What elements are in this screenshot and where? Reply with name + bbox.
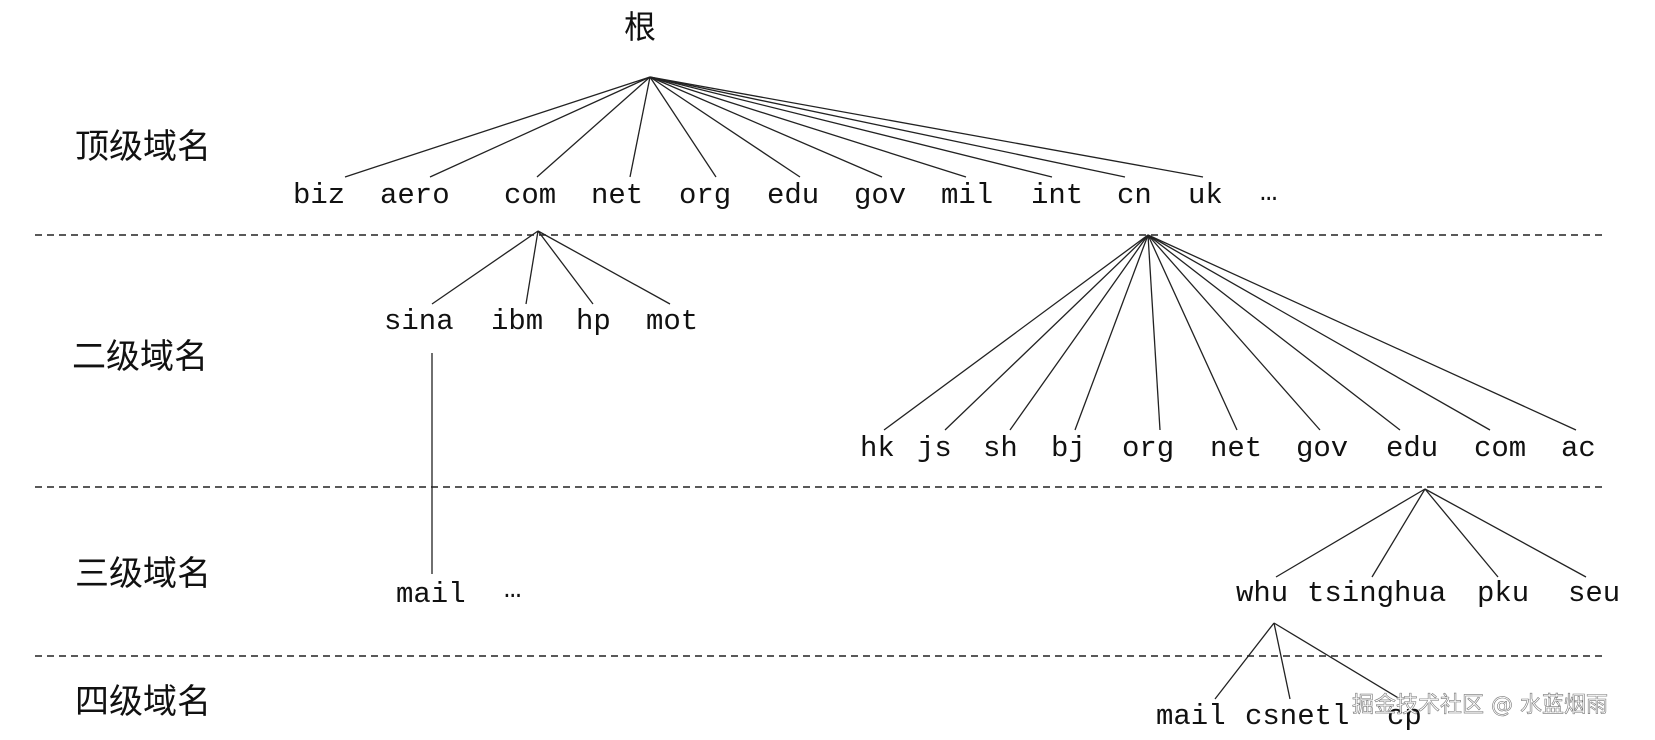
tld-ellipsis: … xyxy=(1260,176,1277,209)
third-level-edu-row: whu tsinghua pku seu xyxy=(1236,577,1620,610)
edge-cn-com xyxy=(1147,234,1491,431)
edge-root-aero xyxy=(429,76,651,178)
edge-root-uk xyxy=(649,76,1204,178)
second-cn-net: net xyxy=(1210,432,1262,465)
second-cn-gov: gov xyxy=(1296,432,1348,465)
edge-root-net xyxy=(629,76,651,178)
edge-edu-seu xyxy=(1424,488,1587,578)
tld-gov: gov xyxy=(854,179,906,212)
edges-com-to-second xyxy=(431,230,671,305)
fourth-cp: cp xyxy=(1387,700,1422,733)
edge-root-int xyxy=(649,76,1053,178)
tld-cn: cn xyxy=(1117,179,1152,212)
tld-mil: mil xyxy=(941,179,993,212)
edge-com-sina xyxy=(431,230,539,305)
tld-aero: aero xyxy=(380,179,450,212)
edge-cn-gov xyxy=(1147,234,1321,431)
second-level-cn-row: hk js sh bj org net gov edu com ac xyxy=(860,432,1596,465)
second-sina: sina xyxy=(384,305,454,338)
edge-cn-bj xyxy=(1074,234,1149,431)
edge-root-org xyxy=(649,76,717,178)
tld-int: int xyxy=(1031,179,1083,212)
second-cn-org: org xyxy=(1122,432,1174,465)
edges-edu-to-third xyxy=(1275,488,1587,578)
second-ibm: ibm xyxy=(491,305,543,338)
edge-cn-org xyxy=(1147,234,1161,431)
edge-cn-js xyxy=(944,234,1149,431)
second-cn-ac: ac xyxy=(1561,432,1596,465)
edge-root-cn xyxy=(649,76,1126,178)
edge-cn-ac xyxy=(1147,234,1577,431)
second-mot: mot xyxy=(646,305,698,338)
second-cn-edu: edu xyxy=(1386,432,1438,465)
second-cn-com: com xyxy=(1474,432,1526,465)
tld-biz: biz xyxy=(293,179,345,212)
edge-whu-cp xyxy=(1273,622,1401,700)
level-label-second: 二级域名 xyxy=(72,337,208,377)
edge-com-mot xyxy=(537,230,671,305)
level-label-third: 三级域名 xyxy=(75,554,211,594)
second-cn-sh: sh xyxy=(983,432,1018,465)
edge-root-biz xyxy=(344,76,651,178)
third-ellipsis: … xyxy=(504,573,521,606)
edge-whu-csnetl xyxy=(1273,622,1291,700)
third-pku: pku xyxy=(1477,577,1529,610)
edge-edu-pku xyxy=(1424,488,1499,578)
edge-cn-hk xyxy=(883,234,1149,431)
second-cn-hk: hk xyxy=(860,432,895,465)
edge-root-com xyxy=(536,76,651,178)
edge-cn-sh xyxy=(1009,234,1149,431)
third-whu: whu xyxy=(1236,577,1288,610)
edge-whu-mail xyxy=(1214,622,1275,700)
edge-cn-net xyxy=(1147,234,1238,431)
second-cn-js: js xyxy=(917,432,952,465)
edge-com-hp xyxy=(537,230,594,305)
tld-row: biz aero com net org edu gov mil int cn … xyxy=(293,176,1277,212)
edges-whu-to-fourth xyxy=(1214,622,1401,700)
edges-root-to-tld xyxy=(344,76,1204,178)
second-level-com-row: sina ibm hp mot xyxy=(384,305,698,338)
tld-edu: edu xyxy=(767,179,819,212)
watermark-text: 掘金技术社区 @ 水蓝烟雨 xyxy=(1352,693,1608,718)
level-label-top: 顶级域名 xyxy=(75,127,211,167)
tld-org: org xyxy=(679,179,731,212)
edge-root-edu xyxy=(649,76,801,178)
tld-com: com xyxy=(504,179,556,212)
third-tsinghua: tsinghua xyxy=(1307,577,1446,610)
fourth-level-row: mail csnetl cp xyxy=(1156,700,1422,733)
edge-com-ibm xyxy=(525,230,539,305)
tld-uk: uk xyxy=(1188,179,1223,212)
second-cn-bj: bj xyxy=(1051,432,1086,465)
edge-edu-whu xyxy=(1275,488,1426,578)
third-sina-mail: mail xyxy=(396,578,466,611)
edge-root-mil xyxy=(649,76,967,178)
edge-root-gov xyxy=(649,76,883,178)
level-label-fourth: 四级域名 xyxy=(75,682,211,722)
tld-net: net xyxy=(591,179,643,212)
third-seu: seu xyxy=(1568,577,1620,610)
edge-cn-edu xyxy=(1147,234,1401,431)
second-hp: hp xyxy=(576,305,611,338)
root-node: 根 xyxy=(624,8,656,46)
edge-edu-tsinghua xyxy=(1371,488,1426,578)
fourth-mail: mail xyxy=(1156,700,1226,733)
fourth-csnetl: csnetl xyxy=(1245,700,1349,733)
edges-cn-to-second xyxy=(883,234,1577,431)
